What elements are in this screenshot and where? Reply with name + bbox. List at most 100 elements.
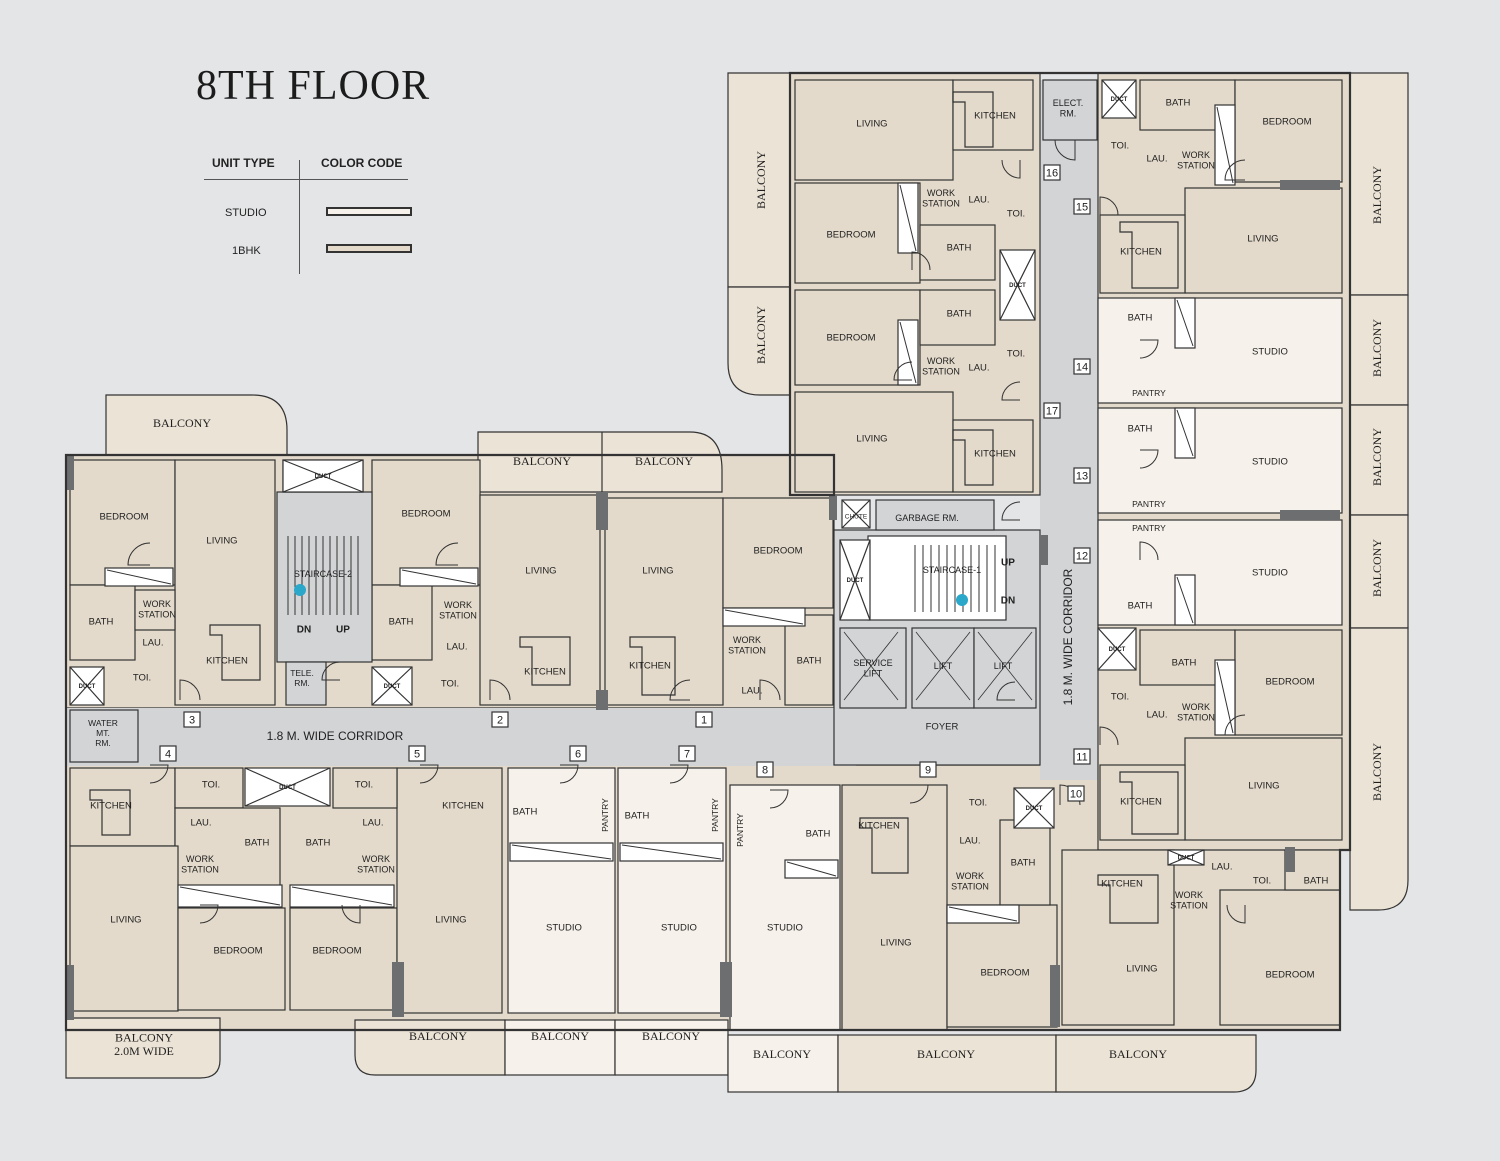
unit-number: 5 xyxy=(414,748,420,760)
label-bath: BATH xyxy=(245,837,270,848)
label-bath: BATH xyxy=(947,242,972,253)
label-living: LIVING xyxy=(1247,233,1278,244)
tele-room xyxy=(285,661,327,706)
duct-label: DUCT xyxy=(79,684,96,690)
label-balcony: BALCONY xyxy=(513,454,571,468)
wardrobe-diagonal xyxy=(401,569,477,585)
lift-cross xyxy=(977,631,1033,701)
wardrobe-diagonal xyxy=(786,861,837,877)
room-bath-u17 xyxy=(919,289,996,346)
label-lau: LAU. xyxy=(959,835,980,846)
room-bath-u1 xyxy=(784,614,834,706)
label-living: LIVING xyxy=(880,937,911,948)
label-balcony: BALCONY xyxy=(753,1047,811,1061)
unit-number: 8 xyxy=(762,764,768,776)
kitchen-counter xyxy=(209,624,261,681)
duct-label: DUCT xyxy=(315,474,332,480)
staircase-marker xyxy=(294,584,306,596)
duct-label: DUCT xyxy=(1026,806,1043,812)
kitchen-counter xyxy=(629,636,676,696)
stair2-up-label: UP xyxy=(336,625,350,636)
room-bath-u3 xyxy=(69,584,136,661)
staircase-1-box xyxy=(867,535,1007,621)
label-balcony: BALCONY xyxy=(153,416,211,430)
label-bedroom: BEDROOM xyxy=(980,967,1029,978)
label-toi: TOI. xyxy=(441,678,459,689)
duct-cross xyxy=(282,459,364,493)
room-living-u1 xyxy=(604,497,724,706)
room-bedroom-u5 xyxy=(289,907,398,1011)
label-kitchen: KITCHEN xyxy=(858,820,900,831)
label-bedroom: BEDROOM xyxy=(312,945,361,956)
label-bedroom: BEDROOM xyxy=(213,945,262,956)
room-living-u3 xyxy=(174,459,276,706)
duct-cross xyxy=(841,499,871,529)
unit-number-box xyxy=(756,761,774,778)
lift-label: LIFT xyxy=(934,661,953,671)
duct-label: DUCT xyxy=(1009,283,1026,289)
unit-number: 3 xyxy=(189,714,195,726)
wardrobe-diagonal xyxy=(511,844,612,860)
label-balcony: BALCONY xyxy=(531,1029,589,1043)
duct-label: DUCT xyxy=(1111,97,1128,103)
balcony-bottom-2 xyxy=(354,1019,506,1076)
unit-number: 10 xyxy=(1070,788,1082,800)
door-swing xyxy=(669,764,689,784)
wardrobe-diagonal xyxy=(1216,106,1234,184)
unit-number-box xyxy=(1073,198,1091,215)
garbage-room-label: GARBAGE RM. xyxy=(895,513,959,523)
room-living-u15 xyxy=(1184,187,1343,294)
unit-number: 6 xyxy=(575,748,581,760)
label-pantry: PANTRY xyxy=(1132,499,1166,509)
door-swing xyxy=(1099,196,1119,216)
duct-cross xyxy=(1167,849,1205,866)
label-toi: TOI. xyxy=(969,797,987,808)
door-swing xyxy=(996,681,1016,701)
room-living-u5 xyxy=(396,767,503,1014)
wardrobe-diagonal xyxy=(179,886,281,906)
unit-number-box xyxy=(1067,785,1085,802)
structural-column xyxy=(596,690,608,710)
label-lau: LAU. xyxy=(1146,153,1167,164)
legend-header-color-code: COLOR CODE xyxy=(321,156,403,170)
label-bath: BATH xyxy=(513,806,538,817)
label-living: LIVING xyxy=(1126,963,1157,974)
label-bedroom: BEDROOM xyxy=(826,229,875,240)
structural-column xyxy=(1280,510,1340,520)
wardrobe-diagonal xyxy=(291,886,393,906)
duct-cross xyxy=(371,666,413,706)
tele-room-label: TELE.RM. xyxy=(290,668,314,688)
label-bath: BATH xyxy=(306,837,331,848)
foyer-label: FOYER xyxy=(926,721,959,732)
label-pantry: PANTRY xyxy=(1132,523,1166,533)
duct-label: DUCT xyxy=(1109,647,1126,653)
label-bath: BATH xyxy=(1011,857,1036,868)
label-bath: BATH xyxy=(1128,312,1153,323)
label-bath: BATH xyxy=(806,828,831,839)
unit-number: 12 xyxy=(1076,550,1088,562)
balcony-top-left xyxy=(105,394,288,456)
label-pantry: PANTRY xyxy=(600,798,610,832)
door-swing xyxy=(1099,726,1119,746)
kitchen-counter xyxy=(1097,874,1159,924)
lift-cross xyxy=(915,631,971,701)
door-swing xyxy=(199,904,219,924)
structural-column xyxy=(1040,535,1048,565)
door-swing xyxy=(127,542,151,566)
label-bedroom: BEDROOM xyxy=(401,508,450,519)
label-kitchen: KITCHEN xyxy=(1120,796,1162,807)
kitchen-counter xyxy=(89,789,131,836)
legend-swatch-1bhk xyxy=(326,244,412,253)
label-kitchen: KITCHEN xyxy=(1101,878,1143,889)
duct-label: DUCT xyxy=(847,578,864,584)
kitchen-counter xyxy=(519,636,571,686)
balcony-bottom-5 xyxy=(727,1034,839,1093)
label-lau: LAU. xyxy=(142,637,163,648)
label-toi: TOI. xyxy=(1007,348,1025,359)
unit-number-box xyxy=(1043,164,1061,181)
wardrobe-diagonal xyxy=(621,844,722,860)
